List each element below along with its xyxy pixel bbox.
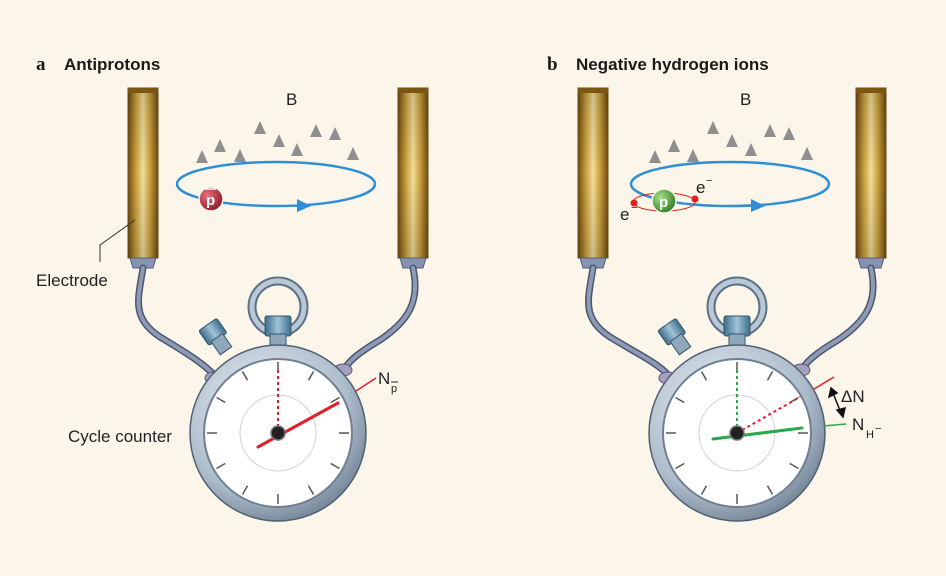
svg-text:−: − — [706, 175, 712, 187]
electrode-left-b — [577, 87, 609, 269]
dial-center-b — [729, 425, 745, 441]
field-arrowheads — [196, 121, 359, 163]
dial-ticks — [207, 362, 349, 504]
field-label-b: B — [286, 90, 297, 109]
reading-sup-b: − — [875, 423, 881, 435]
electron-2 — [691, 195, 699, 203]
panel-a-title: Antiprotons — [64, 55, 160, 74]
antiproton-reference-hand — [736, 396, 801, 434]
cables-b — [585, 264, 877, 379]
panel-b-letter: b — [547, 54, 558, 75]
delta-n-label: ΔN — [841, 387, 865, 406]
delta-arrow — [827, 386, 846, 419]
antiproton-particle: p — [198, 186, 224, 212]
field-arrowheads-b — [649, 121, 813, 163]
reading-label-b: N — [852, 415, 864, 434]
reading-sub-b: H — [866, 429, 874, 441]
panel-a-letter: a — [36, 54, 46, 75]
electrode-leader-line — [99, 219, 136, 262]
reading-marker-a — [355, 377, 377, 392]
electrode-right — [397, 87, 429, 269]
reading-label-a: N — [378, 369, 390, 388]
hydrogen-ion: p — [630, 188, 699, 214]
panel-b-title: Negative hydrogen ions — [576, 55, 769, 74]
stopwatch-b — [648, 276, 826, 522]
stopwatch-a — [189, 276, 367, 522]
cyclotron-orbit-b — [629, 160, 831, 208]
reading-marker-b — [822, 423, 847, 427]
cyclotron-orbit — [175, 160, 377, 208]
reading-sub-a: p — [391, 383, 397, 395]
panel-a: a Antiprotons B — [36, 54, 429, 522]
field-label-b-panel: B — [740, 90, 751, 109]
electrode-left — [127, 87, 159, 269]
reading-marker-antiproton-b — [813, 376, 835, 390]
cycle-counter-label: Cycle counter — [68, 427, 172, 446]
electron-label-1: e — [620, 205, 629, 224]
electron-1 — [630, 199, 638, 207]
electrode-right-b — [855, 87, 887, 269]
electron-label-2: e — [696, 178, 705, 197]
orbit-arrow — [297, 199, 311, 212]
svg-text:−: − — [631, 202, 637, 214]
dial-center — [270, 425, 286, 441]
svg-text:p: p — [206, 192, 215, 209]
magnetic-field-lines — [200, 95, 355, 270]
cables — [135, 264, 419, 379]
electrode-label: Electrode — [36, 271, 108, 290]
magnetic-field-lines-b — [653, 95, 809, 270]
orbit-arrow-b — [751, 199, 765, 212]
panel-b: b Negative hydrogen ions B — [547, 54, 887, 522]
svg-text:p: p — [659, 194, 668, 211]
